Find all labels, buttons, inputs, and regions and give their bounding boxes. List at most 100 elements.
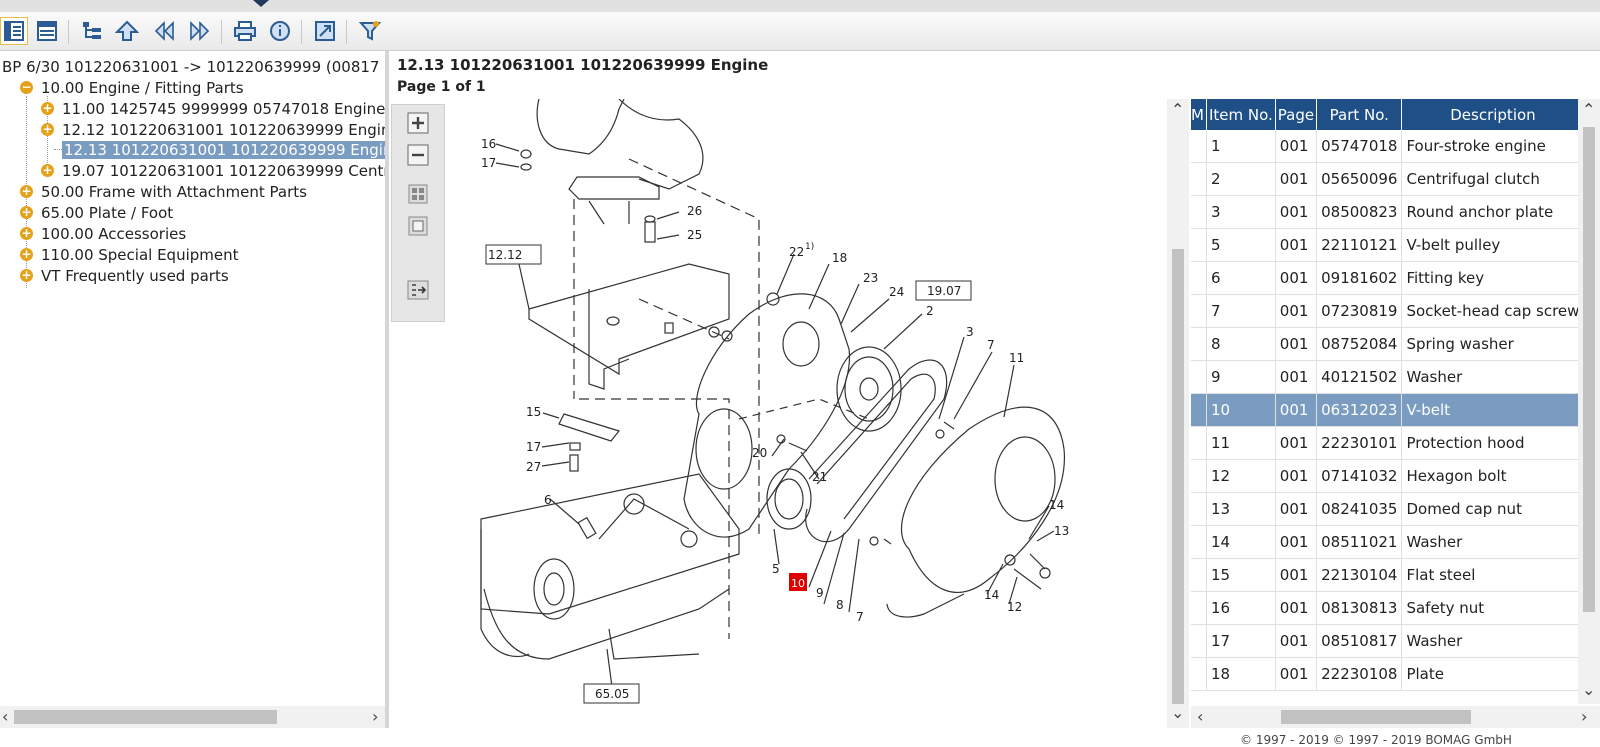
scroll-thumb[interactable] [1281, 710, 1471, 724]
tree-button[interactable] [78, 17, 106, 45]
column-header[interactable]: Part No. [1316, 99, 1403, 130]
svg-text:25: 25 [687, 228, 702, 242]
tree-item-label: 12.12 101220631001 101220639999 Engine [62, 121, 385, 139]
tree-item-12-12[interactable]: +12.12 101220631001 101220639999 Engine [41, 120, 385, 141]
scroll-up-icon[interactable]: ⌃ [1582, 100, 1596, 119]
tree-item-plate-foot[interactable]: +65.00 Plate / Foot [20, 203, 173, 224]
zoom-out-button[interactable] [404, 142, 432, 168]
tree-horizontal-scrollbar[interactable]: ‹ › [0, 706, 385, 728]
cell-desc: Washer [1401, 360, 1578, 394]
previous-button[interactable] [150, 17, 178, 45]
callout-19-07[interactable]: 19.07 [927, 284, 961, 298]
tree-item-frame[interactable]: +50.00 Frame with Attachment Parts [20, 182, 307, 203]
tree-item-accessories[interactable]: +100.00 Accessories [20, 224, 186, 245]
fit-page-button[interactable] [404, 181, 432, 207]
tree-item-frequently-used[interactable]: +VT Frequently used parts [20, 266, 229, 287]
svg-text:18: 18 [832, 251, 847, 265]
tree-item-special-equipment[interactable]: +110.00 Special Equipment [20, 245, 239, 266]
sync-list-button[interactable] [404, 277, 432, 303]
scroll-thumb[interactable] [14, 710, 277, 724]
toolbar-divider [301, 20, 302, 44]
cell-page: 001 [1275, 162, 1318, 196]
grid-vertical-scrollbar[interactable]: ⌃ ⌄ [1578, 99, 1600, 704]
cell-marker [1191, 426, 1207, 460]
scroll-right-icon[interactable]: › [372, 707, 379, 726]
plus-icon[interactable]: + [41, 163, 54, 177]
cell-marker [1191, 393, 1207, 427]
zoom-in-button[interactable] [404, 110, 432, 136]
column-header[interactable]: Page [1275, 99, 1318, 130]
tree-item-12-13[interactable]: 12.13 101220631001 101220639999 Engine [62, 140, 385, 161]
tree-item-engine-fitting[interactable]: −10.00 Engine / Fitting Parts [20, 78, 244, 99]
scroll-right-icon[interactable]: › [1581, 707, 1588, 726]
scroll-down-icon[interactable]: ⌄ [1582, 680, 1596, 699]
toolbar-divider [346, 20, 347, 44]
plus-icon[interactable]: + [20, 226, 33, 240]
up-level-button[interactable] [113, 17, 141, 45]
callout-highlight-10[interactable] [789, 573, 807, 591]
cell-page: 001 [1275, 228, 1318, 262]
tree-item-19-07[interactable]: +19.07 101220631001 101220639999 Centrif… [41, 161, 385, 182]
svg-text:22: 22 [789, 245, 804, 259]
column-header[interactable]: Item No. [1206, 99, 1276, 130]
print-button[interactable] [231, 17, 259, 45]
plus-icon[interactable]: + [20, 205, 33, 219]
minus-icon[interactable]: − [20, 80, 33, 94]
cell-part: 09181602 [1316, 261, 1403, 295]
tree-item-11-00[interactable]: +11.00 1425745 9999999 05747018 Engine [41, 99, 385, 120]
scroll-thumb[interactable] [1583, 127, 1595, 612]
callout-12-12[interactable]: 12.12 [488, 248, 522, 262]
cell-marker [1191, 294, 1207, 328]
scroll-up-icon[interactable]: ⌃ [1171, 100, 1185, 119]
column-header[interactable]: Description [1401, 99, 1578, 130]
svg-text:5: 5 [772, 562, 780, 576]
column-header[interactable]: M [1191, 99, 1207, 130]
info-button[interactable] [266, 17, 294, 45]
next-button[interactable] [186, 17, 214, 45]
cell-part: 08510817 [1316, 624, 1403, 658]
printer-icon [234, 21, 256, 41]
grid-horizontal-scrollbar[interactable]: ‹ › [1191, 706, 1600, 728]
plus-icon[interactable]: + [20, 268, 33, 282]
filter-button[interactable] [356, 17, 384, 45]
plus-icon[interactable]: + [20, 247, 33, 261]
pane-splitter[interactable] [385, 51, 389, 728]
parts-row[interactable]: 1400108511021Washer2 [1191, 525, 1578, 559]
plus-icon[interactable]: + [41, 122, 54, 136]
list-view-button[interactable] [0, 17, 28, 45]
plus-icon[interactable]: + [20, 184, 33, 198]
scroll-thumb[interactable] [1172, 249, 1184, 704]
cell-item: 12 [1206, 459, 1276, 493]
export-button[interactable] [311, 17, 339, 45]
cell-desc: Spring washer [1401, 327, 1578, 361]
tree-root[interactable]: BP 6/30 101220631001 -> 101220639999 (00… [2, 57, 379, 78]
plus-icon[interactable]: + [41, 101, 54, 115]
parts-row[interactable]: 1800122230108Plate1 [1191, 657, 1578, 691]
scroll-left-icon[interactable]: ‹ [1197, 707, 1204, 726]
callout-65-05[interactable]: 65.05 [595, 687, 629, 701]
cell-marker [1191, 558, 1207, 592]
scroll-left-icon[interactable]: ‹ [2, 707, 9, 726]
cell-desc: Socket-head cap screw [1401, 294, 1578, 328]
svg-text:8: 8 [836, 598, 844, 612]
scroll-down-icon[interactable]: ⌄ [1171, 703, 1185, 722]
drawing-vertical-scrollbar[interactable]: ⌃ ⌄ [1167, 99, 1189, 728]
table-view-button[interactable] [33, 17, 61, 45]
actual-size-button[interactable] [404, 213, 432, 239]
